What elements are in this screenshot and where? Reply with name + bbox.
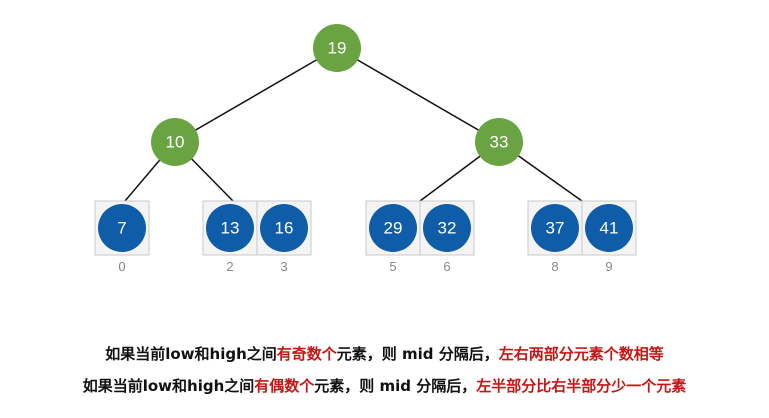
array-node-label: 7 xyxy=(117,219,126,238)
array-index-label: 2 xyxy=(226,259,233,274)
array-node-label: 37 xyxy=(546,219,565,238)
array-node-label: 41 xyxy=(600,219,619,238)
tree-node-19 xyxy=(313,24,361,72)
array-node-label: 32 xyxy=(438,219,457,238)
caption-even-highlight: 有偶数个 xyxy=(254,377,315,395)
caption-even-count: 如果当前low和high之间有偶数个元素，则 mid 分隔后，左半部分比右半部分… xyxy=(0,375,769,396)
array-index-label: 5 xyxy=(389,259,396,274)
tree-node-label: 10 xyxy=(166,133,185,152)
caption-even-conclusion: 左半部分比右半部分少一个元素 xyxy=(476,377,687,395)
array-indices: 0 2 3 5 6 8 9 xyxy=(118,259,612,274)
array-node-37 xyxy=(531,204,579,252)
tree-nodes: 7 13 16 29 32 37 41 19 10 33 xyxy=(98,24,633,252)
array-node-16 xyxy=(260,204,308,252)
tree-node-label: 19 xyxy=(328,39,347,58)
caption-odd-highlight: 有奇数个 xyxy=(276,345,337,363)
array-node-32 xyxy=(423,204,471,252)
binary-search-diagram: 7 13 16 29 32 37 41 19 10 33 0 2 3 5 6 8 9 xyxy=(94,24,637,274)
tree-node-33 xyxy=(475,118,523,166)
array-node-13 xyxy=(206,204,254,252)
array-index-label: 3 xyxy=(280,259,287,274)
caption-odd-conclusion: 左右两部分元素个数相等 xyxy=(498,345,664,363)
tree-node-10 xyxy=(151,118,199,166)
array-node-label: 16 xyxy=(275,219,294,238)
caption-even-middle: 元素，则 mid 分隔后， xyxy=(314,377,477,395)
array-node-41 xyxy=(585,204,633,252)
edge-root-to-33 xyxy=(336,47,500,143)
array-node-label: 13 xyxy=(221,219,240,238)
tree-node-label: 33 xyxy=(490,133,509,152)
array-index-label: 9 xyxy=(605,259,612,274)
array-index-label: 0 xyxy=(118,259,125,274)
caption-odd-count: 如果当前low和high之间有奇数个元素，则 mid 分隔后，左右两部分元素个数… xyxy=(0,343,769,364)
array-node-label: 29 xyxy=(384,219,403,238)
edge-root-to-10 xyxy=(174,47,338,143)
array-index-label: 8 xyxy=(551,259,558,274)
array-node-29 xyxy=(369,204,417,252)
array-index-label: 6 xyxy=(443,259,450,274)
caption-even-prefix: 如果当前low和high之间 xyxy=(82,377,255,395)
caption-odd-middle: 元素，则 mid 分隔后， xyxy=(336,345,499,363)
caption-odd-prefix: 如果当前low和high之间 xyxy=(105,345,277,363)
array-node-7 xyxy=(98,204,146,252)
